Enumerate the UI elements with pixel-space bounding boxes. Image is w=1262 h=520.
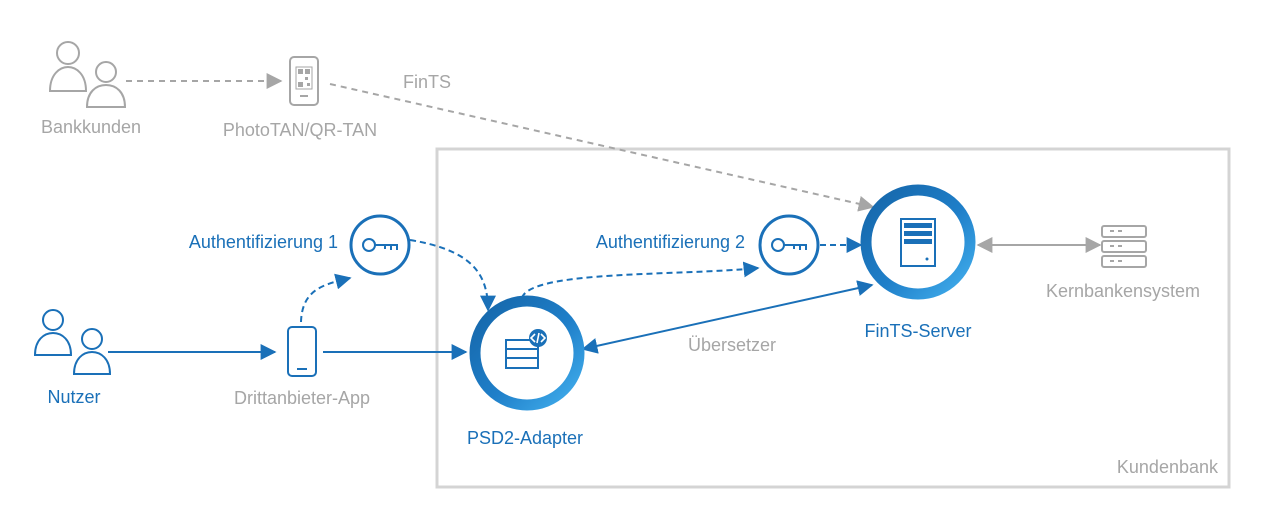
auth2-label: Authentifizierung 2: [596, 232, 745, 252]
fints-label: FinTS: [403, 72, 451, 92]
kernbank-label: Kernbankensystem: [1046, 281, 1200, 301]
drittanbieter-label: Drittanbieter-App: [234, 388, 370, 408]
connector-phototan-fints-server: [329, 83, 875, 212]
auth2-key-icon: [758, 214, 820, 276]
nutzer-label: Nutzer: [47, 387, 100, 407]
psd2-code-icon: [529, 329, 547, 347]
connector-psd2-fints-server: [581, 280, 874, 354]
kundenbank-label: Kundenbank: [1117, 457, 1219, 477]
phototan-qr-phone-icon: [289, 56, 319, 106]
bankkunden-label: Bankkunden: [41, 117, 141, 137]
connector-app-auth1: [300, 273, 352, 323]
fints-server-label: FinTS-Server: [864, 321, 971, 341]
psd2-adapter-node: [469, 295, 585, 411]
kernbank-server-rack-icon: [1101, 225, 1147, 268]
bankkunden-people-icon: [48, 41, 127, 108]
connector-auth1-psd2: [409, 239, 496, 312]
phototan-label: PhotoTAN/QR-TAN: [223, 120, 377, 140]
auth1-key-icon: [349, 214, 411, 276]
connector-psd2-auth2: [521, 261, 760, 299]
fints-server-node: [860, 184, 976, 300]
uebersetzer-label: Übersetzer: [688, 335, 776, 355]
nutzer-people-icon: [33, 309, 112, 375]
auth1-label: Authentifizierung 1: [189, 232, 338, 252]
drittanbieter-smartphone-icon: [287, 326, 317, 377]
psd2-label: PSD2-Adapter: [467, 428, 583, 448]
kundenbank-box: [435, 147, 1231, 489]
